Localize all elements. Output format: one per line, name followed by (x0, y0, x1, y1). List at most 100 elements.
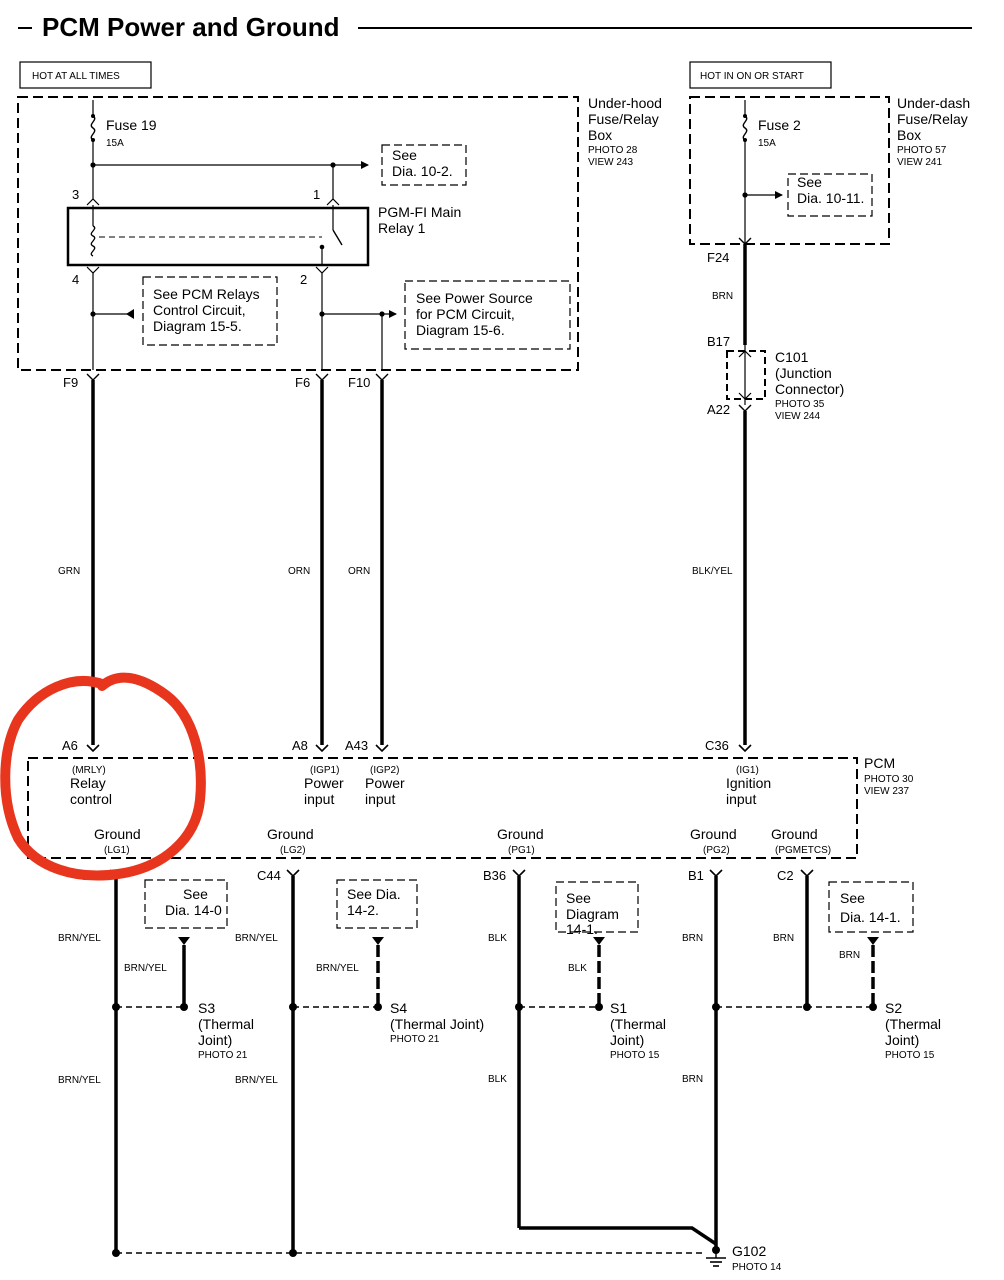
relay-pin-1: 1 (313, 187, 320, 202)
see-power-line2: for PCM Circuit, (416, 306, 515, 322)
s1-node-main (515, 1003, 523, 1011)
fuse19-symbol (90, 115, 96, 141)
relay-pin-3: 3 (72, 187, 79, 202)
relay-pin-4: 4 (72, 272, 79, 287)
c101-box (726, 350, 766, 400)
pcm-pin-b36: B36 (483, 868, 506, 883)
pcm-pin-c36: C36 (705, 738, 729, 753)
see-s4-line2: 14-2. (347, 902, 379, 918)
wire-color-c36: BLK/YEL (692, 566, 733, 577)
see-s3-line1: See (183, 886, 208, 902)
c36-connector (738, 744, 752, 753)
s3-name-1: (Thermal (198, 1016, 254, 1032)
fuse19-rating: 15A (106, 138, 124, 149)
s4-name-1: (Thermal Joint) (390, 1016, 484, 1032)
g102-photo: PHOTO 14 (732, 1262, 782, 1273)
s4-node-main (289, 1003, 297, 1011)
wire-color-s3: BRN/YEL (124, 963, 167, 974)
s2-name-2: Joint) (885, 1032, 919, 1048)
c101-name-3: Connector) (775, 381, 844, 397)
pcm-gnd-pgmetcs-label: Ground (771, 826, 818, 842)
s4-node (374, 1003, 382, 1011)
pcm-name: PCM (864, 755, 895, 771)
pcm-a8-label-1: Power (304, 775, 344, 791)
underdash-name-3: Box (897, 127, 921, 143)
underhood-name-3: Box (588, 127, 612, 143)
underdash-name-2: Fuse/Relay (897, 111, 968, 127)
ground-bus-node-c44 (289, 1249, 297, 1257)
pcm-pin-c44: C44 (257, 868, 281, 883)
diagram-title: PCM Power and Ground (42, 12, 340, 42)
pcm-a6-label-2: control (70, 791, 112, 807)
fuse2-label: Fuse 2 (758, 117, 801, 133)
underhood-name-1: Under-hood (588, 95, 662, 111)
s4-branch-arrow (372, 937, 384, 945)
see-box-s4 (336, 879, 418, 929)
pcm-pin-a6: A6 (62, 738, 78, 753)
pgm-fi-main-relay (66, 206, 370, 267)
fuse19-terminal-top (91, 114, 95, 118)
highlight-circle (0, 672, 206, 881)
f9-connector (86, 373, 100, 381)
pcm-gnd-lg1-code: (LG1) (104, 845, 130, 856)
terminal-f10: F10 (348, 375, 370, 390)
relay-coil (90, 225, 96, 257)
pcm-gnd-pg1-code: (PG1) (508, 845, 535, 856)
see-dia-10-2-line1: See (392, 147, 417, 163)
pin3-connector (86, 198, 100, 206)
pcm-c36-code: (IG1) (736, 765, 759, 776)
pcm-c36-label-1: Ignition (726, 775, 771, 791)
s2-node (869, 1003, 877, 1011)
pcm-gnd-lg1-label: Ground (94, 826, 141, 842)
pcm-a6-code: (MRLY) (72, 765, 106, 776)
wire-color-c44-lower: BRN/YEL (235, 1075, 278, 1086)
b36-connector (512, 869, 526, 878)
fuse2-terminal-top (743, 114, 747, 118)
a8-connector (315, 744, 329, 753)
underhood-view: VIEW 243 (588, 157, 633, 168)
ground-bus-node-c40 (112, 1249, 120, 1257)
underdash-box (689, 96, 890, 245)
see-relays-box (142, 276, 278, 346)
hot-label-left: HOT AT ALL TIMES (32, 71, 120, 82)
underhood-name-2: Fuse/Relay (588, 111, 659, 127)
hot-label-right-box (689, 61, 832, 89)
c44-connector (286, 869, 300, 878)
relay-pin-2: 2 (300, 272, 307, 287)
g102-label: G102 (732, 1243, 766, 1259)
pcm-photo: PHOTO 30 (864, 774, 914, 785)
pin4-arrow (126, 309, 134, 319)
terminal-f9: F9 (63, 375, 78, 390)
see-relays-line2: Control Circuit, (153, 302, 246, 318)
see-box-s1 (555, 881, 639, 933)
wire-blk-b36-to-ground (519, 1226, 717, 1246)
see-s1-line3: 14-1. (566, 921, 598, 937)
see-s2-line1: See (840, 890, 865, 906)
underdash-view: VIEW 241 (897, 157, 942, 168)
s4-photo: PHOTO 21 (390, 1034, 440, 1045)
pcm-view: VIEW 237 (864, 786, 909, 797)
pcm-a43-label-1: Power (365, 775, 405, 791)
underhood-photo: PHOTO 28 (588, 145, 638, 156)
see-s2-line2: Dia. 14-1. (840, 909, 901, 925)
see-dia-10-11-line2: Dia. 10-11. (797, 190, 864, 206)
c101-pin-bottom (738, 392, 752, 400)
wire-color-s2: BRN (839, 950, 860, 961)
pcm-gnd-lg2-label: Ground (267, 826, 314, 842)
hot-label-left-box (19, 61, 152, 89)
pcm-a43-code: (IGP2) (370, 765, 399, 776)
fuse19-label: Fuse 19 (106, 117, 157, 133)
s1-name-2: Joint) (610, 1032, 644, 1048)
wire-color-a43: ORN (348, 566, 370, 577)
see-s1-line2: Diagram (566, 906, 619, 922)
s4-id: S4 (390, 1000, 407, 1016)
a6-connector (86, 744, 100, 753)
s2-photo: PHOTO 15 (885, 1050, 935, 1061)
see-s4-line1: See Dia. (347, 886, 401, 902)
f6-connector (315, 373, 329, 381)
terminal-f6: F6 (295, 375, 310, 390)
pcm-pin-a8: A8 (292, 738, 308, 753)
relay-name-2: Relay 1 (378, 220, 426, 236)
s1-branch-arrow (593, 937, 605, 945)
